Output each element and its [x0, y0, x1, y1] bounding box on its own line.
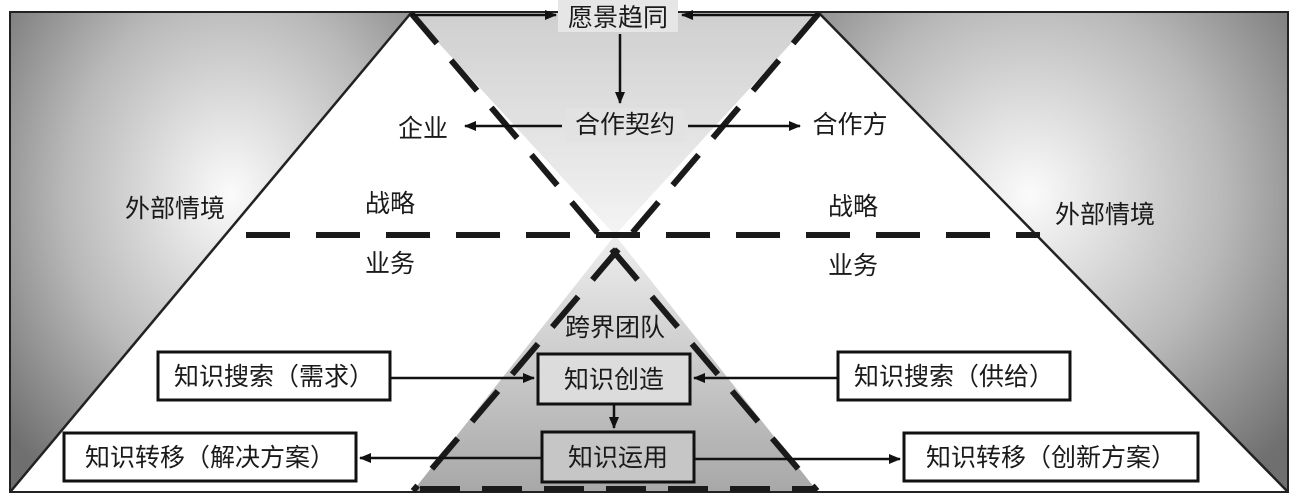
pyramid-right-edge [818, 12, 1288, 492]
partner-label: 合作方 [812, 110, 887, 139]
search-demand-box [156, 350, 392, 402]
vision-label: 愿景趋同 [568, 3, 668, 32]
left-strategy-label: 战略 [365, 189, 415, 218]
search-supply-label: 知识搜索（供给） [854, 362, 1054, 391]
contract-label: 合作契约 [575, 110, 675, 139]
create-box [536, 352, 692, 406]
enterprise-label: 企业 [398, 114, 448, 143]
left-context-label: 外部情境 [125, 194, 225, 223]
apply-label: 知识运用 [568, 443, 668, 472]
right-business-label: 业务 [828, 251, 878, 280]
transfer-innovation-box [902, 431, 1200, 483]
left-business-label: 业务 [365, 249, 415, 278]
right-context-label: 外部情境 [1055, 200, 1155, 229]
pyramid-left-edge [10, 12, 412, 492]
transfer-innovation-label: 知识转移（创新方案） [926, 443, 1176, 472]
search-demand-label: 知识搜索（需求） [174, 362, 374, 391]
search-supply-box [836, 350, 1072, 402]
team-label: 跨界团队 [565, 313, 665, 342]
transfer-solution-label: 知识转移（解决方案） [85, 443, 335, 472]
dashed-diagonal-right [410, 11, 822, 493]
transfer-solution-box [62, 431, 358, 483]
create-label: 知识创造 [564, 365, 664, 394]
right-strategy-label: 战略 [828, 192, 878, 221]
